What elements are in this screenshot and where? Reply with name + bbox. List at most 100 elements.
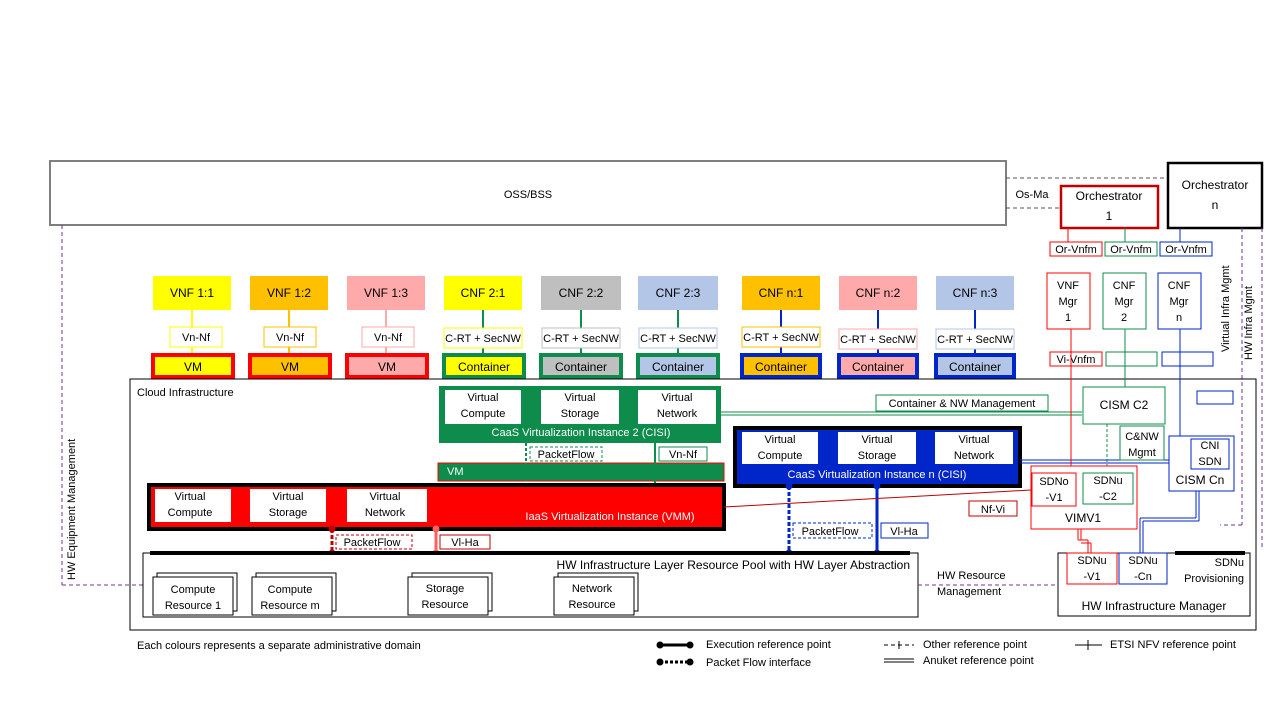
legend-other-label: Other reference point bbox=[923, 639, 1027, 651]
hw-infra-mgmt-label: HW Infra Mgmt bbox=[1243, 286, 1255, 360]
cnf-mgr-n-box bbox=[1157, 272, 1202, 330]
sdnu-prov-l1: SDNu bbox=[1215, 557, 1244, 569]
workload-name: VNF 1:3 bbox=[364, 286, 408, 300]
base-label: Container bbox=[555, 360, 607, 374]
base-label: Container bbox=[852, 360, 904, 374]
caasn-compute-l2: Compute bbox=[758, 450, 803, 462]
caasn-virtual-network bbox=[935, 432, 1013, 464]
iface-label: Vn-Nf bbox=[276, 332, 305, 344]
base-label: Container bbox=[652, 360, 704, 374]
workload-row: VNF 1:1 Vn-Nf VM VNF 1:2 Vn-Nf VM VNF 1:… bbox=[151, 276, 1016, 379]
caas2-vn-nf-label: Vn-Nf bbox=[669, 449, 698, 461]
workload-name: CNF 2:2 bbox=[559, 286, 604, 300]
workload-cnf-2-1 bbox=[444, 276, 522, 310]
oss-bss-box bbox=[49, 160, 1007, 226]
cnf-mgr-2-l3: 2 bbox=[1121, 312, 1127, 324]
sdnu-c2-l1: SDNu bbox=[1093, 475, 1122, 487]
iaas-storage-l1: Virtual bbox=[273, 491, 304, 503]
iaas-vi-ha-label: Vl-Ha bbox=[451, 537, 479, 549]
cnf-mgr-n-l2: Mgr bbox=[1170, 296, 1189, 308]
base-label: Container bbox=[949, 360, 1001, 374]
iface-box bbox=[741, 326, 821, 348]
vi-vnfm-label: Vi-Vnfm bbox=[1057, 354, 1096, 366]
workload-name: CNF 2:1 bbox=[461, 286, 506, 300]
cism-c2-box bbox=[1082, 386, 1166, 425]
vi-vnfm-box bbox=[1049, 351, 1103, 367]
caasn-virtual-compute bbox=[742, 432, 818, 464]
iaas-storage-l2: Storage bbox=[269, 507, 308, 519]
orchestrator-n-num: n bbox=[1212, 198, 1219, 212]
iaas-label: IaaS Virtualization Instance (VMM) bbox=[525, 511, 694, 523]
workload-name: CNF n:1 bbox=[759, 286, 804, 300]
or-vnfm-3-label: Or-Vnfm bbox=[1165, 244, 1207, 256]
hw-res-mgmt-l2: Management bbox=[937, 586, 1001, 598]
caas2-compute-l1: Virtual bbox=[468, 392, 499, 404]
resource-l2: Resource bbox=[568, 599, 615, 611]
iface-label: Vn-Nf bbox=[374, 332, 403, 344]
resource-l2: Resource 1 bbox=[165, 600, 221, 612]
cnf-mgr-n-l3: n bbox=[1176, 312, 1182, 324]
vnf-mgr-1-l3: 1 bbox=[1065, 312, 1071, 324]
iface-box bbox=[361, 326, 415, 348]
iaas-compute-l2: Compute bbox=[168, 507, 213, 519]
sdnu-cn-l1: SDNu bbox=[1128, 555, 1157, 567]
base-label: VM bbox=[281, 360, 299, 374]
iaas-vi-ha-box bbox=[439, 534, 491, 550]
resource-l2: Resource m bbox=[260, 600, 319, 612]
cism-c2-label: CISM C2 bbox=[1100, 398, 1149, 412]
iface-box bbox=[838, 328, 918, 350]
iface-box bbox=[443, 327, 523, 349]
legend-note: Each colours represents a separate admin… bbox=[137, 640, 421, 652]
caas2-storage-l1: Virtual bbox=[565, 392, 596, 404]
base-container bbox=[837, 353, 919, 379]
caas2-vn-nf-box bbox=[658, 446, 708, 462]
iface-label: Vn-Nf bbox=[182, 332, 211, 344]
iface-label: C-RT + SecNW bbox=[640, 333, 716, 345]
iface-label: C-RT + SecNW bbox=[743, 332, 819, 344]
base-label: Container bbox=[755, 360, 807, 374]
legend-packetflow-label: Packet Flow interface bbox=[706, 657, 811, 669]
iaas-network-l1: Virtual bbox=[370, 491, 401, 503]
workload-name: VNF 1:2 bbox=[267, 286, 311, 300]
resource-l1: Compute bbox=[171, 584, 216, 596]
workload-cnf-n-1 bbox=[742, 276, 820, 310]
vnf-mgr-1-box bbox=[1046, 272, 1091, 330]
caasn-storage-l2: Storage bbox=[858, 450, 897, 462]
cnf-mgr-2-l1: CNF bbox=[1113, 280, 1136, 292]
resource-l2: Resource bbox=[421, 599, 468, 611]
iaas-compute-l1: Virtual bbox=[175, 491, 206, 503]
base-container bbox=[442, 353, 526, 379]
compute-resource-1 bbox=[152, 576, 234, 616]
sdnu-prov-l2: Provisioning bbox=[1184, 573, 1244, 585]
sdno-v1-l2: -V1 bbox=[1045, 492, 1062, 504]
cism-cn-label: CISM Cn bbox=[1176, 473, 1225, 487]
caasn-vi-ha-label: Vl-Ha bbox=[890, 526, 918, 538]
hw-equipment-mgmt-label: HW Equipment Management bbox=[66, 439, 78, 580]
iface-label: C-RT + SecNW bbox=[840, 334, 916, 346]
orchestrator-1-label: Orchestrator bbox=[1076, 189, 1143, 203]
storage-resource bbox=[407, 576, 489, 616]
or-vnfm-3-box bbox=[1159, 241, 1213, 257]
caas2-virtual-storage bbox=[541, 390, 619, 424]
cnf-mgr-2-l2: Mgr bbox=[1115, 296, 1134, 308]
workload-name: CNF n:3 bbox=[953, 286, 998, 300]
base-container bbox=[740, 353, 822, 379]
workload-cnf-n-3 bbox=[936, 276, 1014, 310]
oss-bss-label: OSS/BSS bbox=[504, 189, 552, 201]
os-ma-label: Os-Ma bbox=[1016, 189, 1050, 201]
nf-vi-box bbox=[968, 500, 1018, 517]
caas2-compute-l2: Compute bbox=[461, 408, 506, 420]
workload-cnf-n-2 bbox=[839, 276, 917, 310]
workload-name: CNF n:2 bbox=[856, 286, 901, 300]
virtual-infra-mgmt-label: Virtual Infra Mgmt bbox=[1220, 265, 1232, 352]
caas2-virtual-compute bbox=[445, 390, 521, 424]
cni-sdn-l1: CNI bbox=[1201, 440, 1220, 452]
resource-l1: Compute bbox=[268, 584, 313, 596]
legend-execution-label: Execution reference point bbox=[706, 639, 831, 651]
caasn-virtual-storage bbox=[838, 432, 916, 464]
iface-box bbox=[169, 326, 223, 348]
legend-anuket-label: Anuket reference point bbox=[923, 655, 1034, 667]
iface-label: C-RT + SecNW bbox=[937, 334, 1013, 346]
caas2-network-l2: Network bbox=[657, 408, 698, 420]
vi-vnfm-green-box bbox=[1105, 351, 1158, 367]
